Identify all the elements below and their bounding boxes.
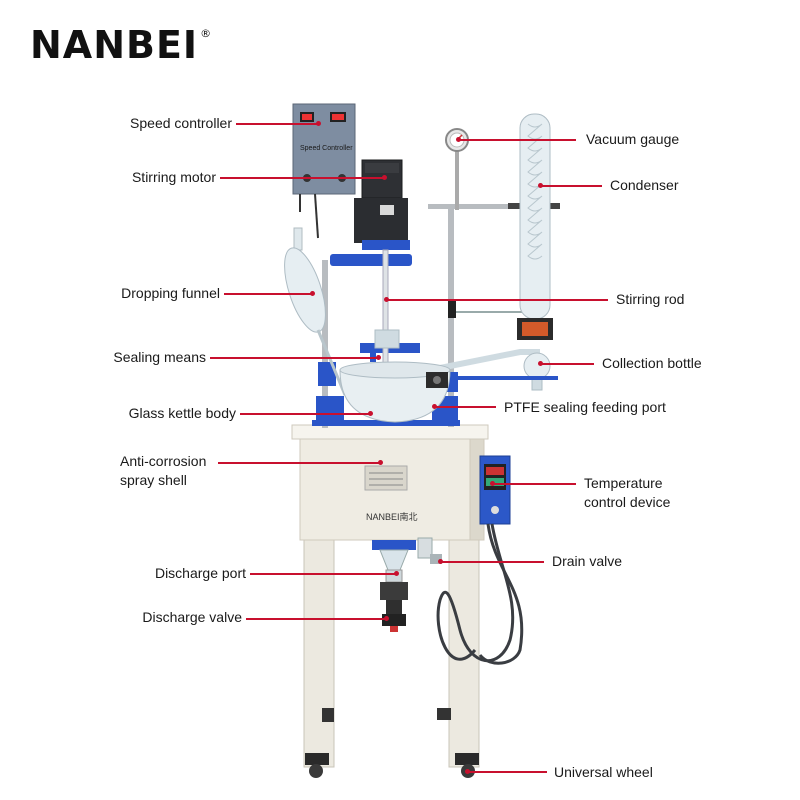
glass-kettle <box>339 329 451 423</box>
leader-dot-temperature <box>490 481 495 486</box>
label-drain-valve: Drain valve <box>552 553 623 569</box>
label-universal-wheel: Universal wheel <box>554 764 653 780</box>
leader-discharge-port <box>250 573 396 575</box>
leader-dot-drain-valve <box>438 559 443 564</box>
speed-controller: Speed Controller <box>292 103 356 239</box>
label-temperature-line1: Temperature <box>584 475 663 491</box>
leader-dot-ptfe-port <box>432 404 437 409</box>
leader-dot-collection-bottle <box>538 361 543 366</box>
collection-bottle <box>429 349 558 391</box>
leader-dot-vacuum-gauge <box>456 137 461 142</box>
leader-dot-condenser <box>538 183 543 188</box>
drain-valve <box>417 537 442 564</box>
temperature-control-box <box>479 455 511 525</box>
label-sealing-means: Sealing means <box>113 349 206 365</box>
leader-stirring-rod <box>388 299 608 301</box>
leader-condenser <box>542 185 602 187</box>
nameplate <box>364 465 408 491</box>
leader-dot-discharge-port <box>394 571 399 576</box>
leader-sealing-means <box>210 357 378 359</box>
stirring-motor <box>354 159 410 250</box>
leader-dot-universal-wheel <box>465 769 470 774</box>
leader-glass-kettle-body <box>240 413 370 415</box>
leader-dot-speed-controller <box>316 121 321 126</box>
leader-vacuum-gauge <box>460 139 576 141</box>
leader-ptfe-port <box>436 406 496 408</box>
label-speed-controller: Speed controller <box>130 115 232 131</box>
label-condenser: Condenser <box>610 177 679 193</box>
leader-dot-discharge-valve <box>384 616 389 621</box>
label-stirring-motor: Stirring motor <box>131 169 216 185</box>
controller-title: Speed Controller <box>300 145 353 152</box>
label-anti-corrosion-line2: spray shell <box>120 472 187 488</box>
leader-anti-corrosion <box>218 462 380 464</box>
leader-discharge-valve <box>246 618 386 620</box>
wheel-left <box>305 753 329 778</box>
leader-dot-sealing-means <box>376 355 381 360</box>
leader-dot-glass-kettle-body <box>368 411 373 416</box>
dropping-funnel <box>284 227 347 396</box>
label-stirring-rod: Stirring rod <box>616 291 685 307</box>
registered-mark: ® <box>200 27 213 40</box>
label-anti-corrosion-line1: Anti-corrosion <box>120 453 207 469</box>
label-dropping-funnel: Dropping funnel <box>121 285 220 301</box>
ptfe-feeding-port <box>426 372 448 388</box>
label-temperature-line2: control device <box>584 494 671 510</box>
condenser <box>517 113 553 340</box>
leader-temperature <box>494 483 576 485</box>
leader-collection-bottle <box>542 363 594 365</box>
hose-coil <box>436 523 524 665</box>
leader-speed-controller <box>236 123 318 125</box>
stirring-rod <box>382 249 389 371</box>
cabinet-top <box>291 424 489 440</box>
leader-dot-anti-corrosion <box>378 460 383 465</box>
label-ptfe-port: PTFE sealing feeding port <box>504 399 666 415</box>
leader-dot-stirring-motor <box>382 175 387 180</box>
leader-universal-wheel <box>469 771 547 773</box>
label-discharge-valve: Discharge valve <box>142 609 242 625</box>
label-collection-bottle: Collection bottle <box>602 355 702 371</box>
label-discharge-port: Discharge port <box>154 565 246 581</box>
leader-dot-dropping-funnel <box>310 291 315 296</box>
label-glass-kettle-body: Glass kettle body <box>128 405 236 421</box>
leader-drain-valve <box>442 561 544 563</box>
wheel-right <box>455 753 479 778</box>
leader-stirring-motor <box>220 177 384 179</box>
leader-dot-stirring-rod <box>384 297 389 302</box>
left-leg <box>303 534 335 768</box>
body-badge: NANBEI南北 <box>366 511 418 522</box>
brand-logo: NANBEI® <box>30 26 212 64</box>
brand-name: NANBEI <box>30 23 199 67</box>
label-vacuum-gauge: Vacuum gauge <box>586 131 680 147</box>
leader-dropping-funnel <box>224 293 312 295</box>
